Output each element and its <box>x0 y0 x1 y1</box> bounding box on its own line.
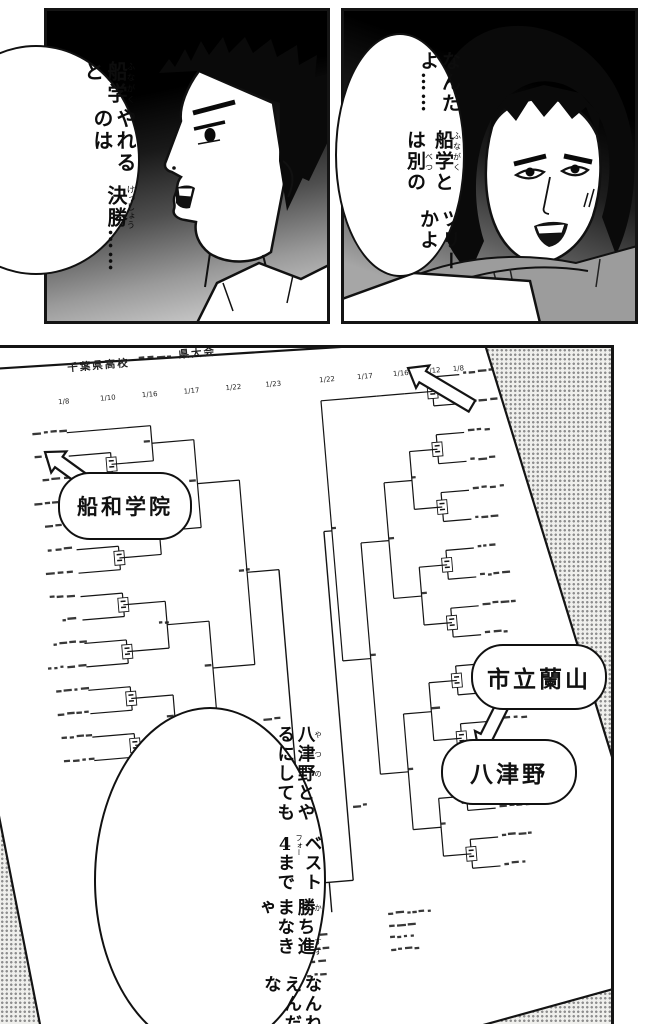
svg-text:千葉県高校: 千葉県高校 <box>67 356 130 374</box>
svg-text:1/17: 1/17 <box>357 372 373 381</box>
shirt-collar-line <box>463 266 589 280</box>
svg-text:1/22: 1/22 <box>319 375 335 384</box>
svg-text:1/16: 1/16 <box>393 369 410 378</box>
pupil-right <box>570 164 580 174</box>
short-hair-character-illustration <box>159 37 327 321</box>
face <box>163 69 287 263</box>
teeth <box>177 187 194 198</box>
label-ranzan-text: 市立蘭山 <box>487 667 591 693</box>
label-bubble-ranzan: 市立蘭山 <box>471 644 607 710</box>
held-paper-corner <box>344 271 541 321</box>
speech-bubble-right-panel: なんだよ……船学ふながくとは別べつのツリーかよ <box>335 33 465 277</box>
eyebrow-right <box>563 153 593 165</box>
bubble-arrow <box>406 364 477 414</box>
long-hair-character-illustration <box>344 25 635 321</box>
collar-lines <box>222 274 294 312</box>
ear <box>282 160 294 198</box>
pupil-left <box>525 167 535 177</box>
svg-text:1/22: 1/22 <box>225 383 241 392</box>
svg-text:1/23: 1/23 <box>265 380 281 389</box>
svg-text:1/17: 1/17 <box>183 386 199 395</box>
shirt-collar <box>196 261 327 321</box>
label-bubble-yatsuno: 八津野 <box>441 739 577 805</box>
speech-bubble-left-panel: 船学ふながくとやれるのは決勝けっしょう…… <box>0 45 140 275</box>
eyebrow <box>192 99 236 116</box>
eyebrow-left <box>513 153 547 167</box>
svg-text:1/16: 1/16 <box>142 390 159 399</box>
svg-text:県大会: 県大会 <box>178 348 216 361</box>
lower-lid <box>197 139 221 145</box>
teeth <box>535 223 566 235</box>
label-yatsuno-text: 八津野 <box>470 762 548 788</box>
svg-text:1/8: 1/8 <box>452 364 464 373</box>
eye <box>204 128 216 142</box>
nose <box>542 176 551 215</box>
cheek-lines <box>583 188 595 208</box>
hair <box>428 25 635 274</box>
nostril <box>172 166 176 170</box>
svg-text:1/10: 1/10 <box>100 393 116 402</box>
eyelid <box>193 120 226 131</box>
panel-bottom-bracket: 千葉県高校 県大会 1/8 1/10 1/16 1/17 1/22 1/23 1/22 1/17 1… <box>0 345 614 1024</box>
svg-text:1/12: 1/12 <box>425 366 441 375</box>
label-funawa-text: 船和学院 <box>77 495 173 519</box>
hair-fringe <box>490 85 600 135</box>
hair-side <box>279 103 305 211</box>
label-bubble-funawa: 船和学院 <box>58 472 192 540</box>
panel-top-left <box>44 8 330 324</box>
svg-text:1/8: 1/8 <box>58 397 70 406</box>
